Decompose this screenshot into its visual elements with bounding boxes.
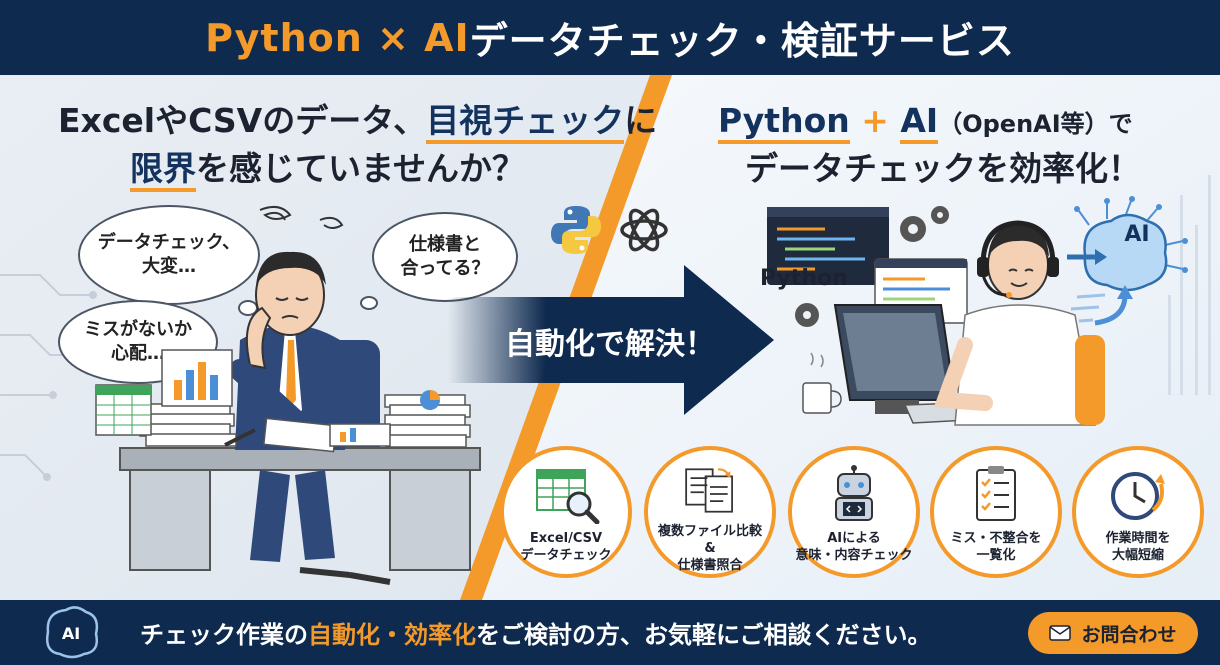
feature-error-list: ミス・不整合を 一覧化 — [930, 446, 1062, 578]
python-logo-icon — [551, 206, 601, 254]
problem-text: に — [624, 101, 658, 140]
thought-bubble-workload: データチェック、 大変… — [78, 205, 260, 305]
feature-label: Excel/CSV データチェック — [520, 531, 612, 563]
openai-logo-icon — [620, 208, 668, 252]
feature-label: AIによる 意味・内容チェック — [795, 531, 913, 563]
title-highlight: Python × AI — [205, 15, 470, 60]
contact-button-label: お問合わせ — [1081, 623, 1177, 646]
documents-compare-icon — [685, 468, 733, 513]
problem-highlight: 目視チェック — [426, 101, 625, 144]
ai-logo-text: AI — [62, 624, 80, 643]
solution-heading-line1: Python + AI（OpenAI等）で — [718, 98, 1133, 147]
clock-icon — [1111, 472, 1165, 520]
footer-text: チェック作業の — [140, 621, 308, 649]
code-window-icon — [767, 207, 889, 285]
spreadsheet-icon — [95, 384, 152, 436]
footer-text: をご検討の方、お気軽にご相談ください。 — [476, 621, 932, 649]
footer-bar — [0, 600, 1220, 665]
thought-bubble-spec: 仕様書と 合ってる？ — [372, 212, 518, 302]
feature-file-compare: 複数ファイル比較 & 仕様書照合 — [644, 446, 776, 578]
spreadsheet-magnifier-icon — [536, 469, 600, 524]
feature-label: 複数ファイル比較 & 仕様書照合 — [657, 524, 762, 573]
feature-label: 作業時間を 大幅短縮 — [1105, 531, 1171, 563]
feature-excel-check: Excel/CSV データチェック — [500, 446, 632, 578]
python-label: Python — [760, 266, 848, 291]
problem-text: ExcelやCSVのデータ、 — [58, 101, 427, 140]
mail-icon — [1049, 625, 1072, 641]
solution-heading-line2: データチェックを効率化！ — [745, 149, 1141, 188]
stress-swirl-icon — [259, 205, 344, 229]
problem-heading-line1: ExcelやCSVのデータ、目視チェックに — [58, 98, 657, 144]
contact-button[interactable]: お問合わせ — [1028, 612, 1198, 654]
bubble-puff — [360, 296, 378, 310]
robot-icon — [835, 465, 873, 521]
solution-highlight: Python — [718, 101, 850, 144]
footer-highlight: 自動化・効率化 — [308, 621, 476, 649]
header-bar — [0, 0, 1220, 75]
ai-brain-label: AI — [1124, 222, 1150, 247]
efficient-worker-illustration — [767, 196, 1188, 426]
problem-heading-line2: 限界を感じていませんか？ — [130, 146, 525, 192]
solution-highlight: AI — [900, 101, 939, 144]
automation-arrow — [448, 265, 774, 415]
footer-message: チェック作業の自動化・効率化をご検討の方、お気軽にご相談ください。 — [140, 600, 1010, 665]
feature-time-saving: 作業時間を 大幅短縮 — [1072, 446, 1204, 578]
arrow-label: 自動化で解決！ — [505, 327, 715, 362]
ai-brain-icon — [1074, 196, 1188, 292]
ai-brain-logo-icon: AI — [46, 606, 99, 659]
problem-text: を感じていませんか？ — [196, 149, 526, 188]
page-title: Python × AI データチェック・検証サービス — [0, 0, 1220, 75]
checklist-icon — [976, 466, 1016, 521]
problem-highlight: 限界 — [130, 149, 196, 192]
solution-text: （OpenAI等）で — [938, 110, 1133, 138]
gear-icon — [795, 206, 949, 327]
stressed-worker-illustration — [95, 205, 481, 585]
solution-plus: + — [849, 101, 901, 140]
feature-label: ミス・不整合を 一覧化 — [950, 531, 1042, 563]
feature-ai-check: AIによる 意味・内容チェック — [788, 446, 920, 578]
title-rest: データチェック・検証サービス — [469, 19, 1015, 63]
